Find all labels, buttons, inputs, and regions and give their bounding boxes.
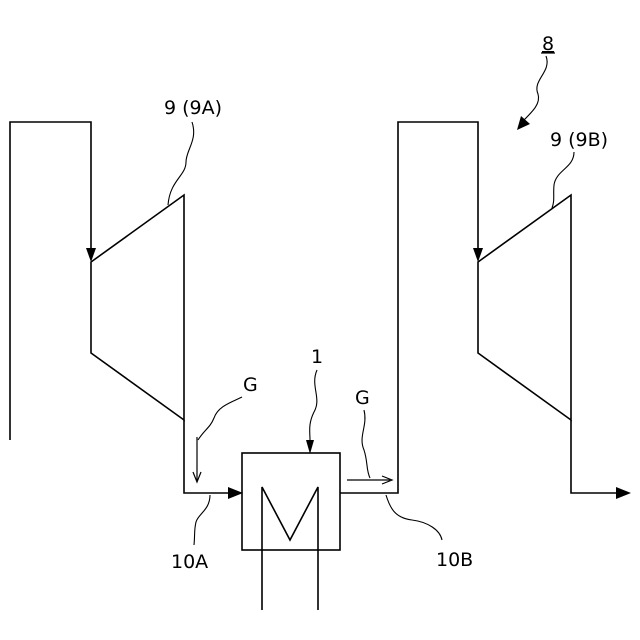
leader-flow-left <box>198 397 242 440</box>
label-turbine-a: 9 (9A) <box>164 97 222 119</box>
leader-10a <box>194 495 210 545</box>
turbine-a <box>91 195 184 420</box>
leader-assembly <box>522 56 547 122</box>
heat-exchanger <box>242 440 340 610</box>
leader-10b <box>386 495 442 540</box>
duct-10a <box>184 420 243 499</box>
duct-10a-arrowhead <box>228 487 243 499</box>
heat-exchanger-coil <box>262 487 318 610</box>
duct-10a-line <box>184 420 230 493</box>
label-duct-10a: 10A <box>171 551 208 573</box>
assembly-leader-arrowhead <box>517 116 530 130</box>
turbine-a-assembly <box>10 122 184 440</box>
heat-exchanger-box <box>242 453 340 550</box>
label-turbine-b: 9 (9B) <box>550 129 608 151</box>
leader-turbine-a <box>168 122 194 205</box>
label-assembly: 8 <box>542 33 554 55</box>
label-flow-right: G <box>355 387 370 409</box>
duct-10b-line <box>340 122 478 493</box>
leader-exchanger <box>310 370 317 440</box>
leader-lines <box>168 56 574 545</box>
exchanger-leader-arrowhead <box>306 440 314 454</box>
label-flow-left: G <box>243 374 258 396</box>
duct-10b <box>340 122 483 493</box>
turbine-b-assembly <box>478 195 631 499</box>
outlet-pipe <box>571 420 618 493</box>
inlet-pipe-left <box>10 122 91 440</box>
outlet-arrowhead <box>616 487 631 499</box>
turbine-b <box>478 195 571 420</box>
label-duct-10b: 10B <box>436 549 473 571</box>
leader-flow-right <box>362 410 370 478</box>
label-exchanger: 1 <box>311 346 323 368</box>
